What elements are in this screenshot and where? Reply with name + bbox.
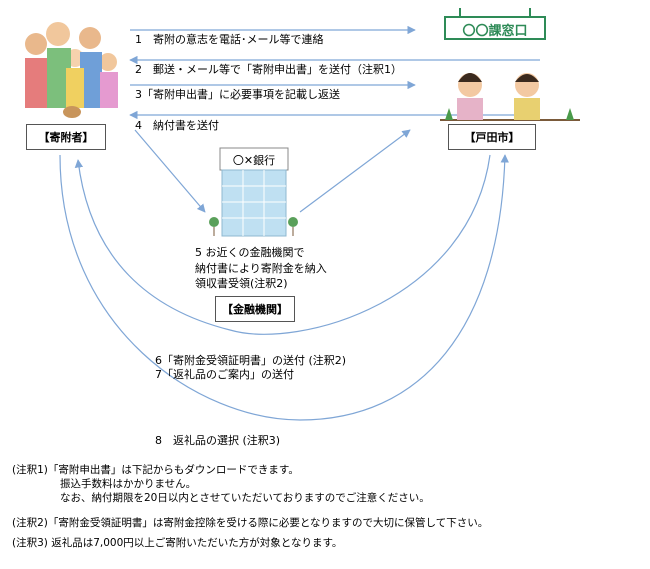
step-3: 3「寄附申出書」に必要事項を記載し返送 bbox=[135, 88, 340, 101]
step-8: 8 返礼品の選択 (注釈3) bbox=[155, 434, 281, 447]
step-7: 7「返礼品のご案内」の送付 bbox=[155, 368, 294, 381]
bank-building bbox=[209, 147, 298, 237]
bank-sign-text: 〇✕銀行 bbox=[232, 154, 276, 167]
step-4: 4 納付書を送付 bbox=[135, 119, 219, 132]
family-illustration bbox=[25, 22, 118, 118]
note-3: (注釈3) 返礼品は7,000円以上ご寄附いただいた方が対象となります。 bbox=[12, 537, 343, 549]
city-sign-text: 〇〇課窓口 bbox=[462, 24, 528, 39]
note-2: (注釈2)「寄附金受領証明書」は寄附金控除を受ける際に必要となりますので大切に保… bbox=[12, 517, 489, 529]
arrow-step6-7 bbox=[74, 154, 491, 335]
step-2: 2 郵送・メール等で「寄附申出書」を送付（注釈1） bbox=[135, 63, 402, 76]
step-5-line3: 領収書受領(注釈2) bbox=[195, 277, 288, 290]
bank-label: 【金融機関】 bbox=[215, 296, 295, 322]
city-label: 【戸田市】 bbox=[448, 124, 536, 150]
step-6: 6「寄附金受領証明書」の送付 (注釈2) bbox=[155, 354, 347, 367]
note-1c: なお、納付期限を20日以内とさせていただいておりますのでご注意ください。 bbox=[60, 492, 430, 504]
donor-label: 【寄附者】 bbox=[26, 124, 106, 150]
arrow-donor-to-bank bbox=[134, 129, 206, 213]
step-5-line1: 5 お近くの金融機関で bbox=[195, 246, 305, 259]
city-staff-illustration bbox=[440, 73, 580, 121]
note-1b: 振込手数料はかかりません。 bbox=[60, 478, 197, 490]
note-1: (注釈1)「寄附申出書」は下記からもダウンロードできます。 bbox=[12, 464, 299, 476]
step-5-line2: 納付書により寄附金を納入 bbox=[195, 262, 327, 275]
step-1: 1 寄附の意志を電話･メール等で連絡 bbox=[135, 33, 324, 46]
arrow-bank-to-city bbox=[299, 129, 411, 213]
city-sign-board bbox=[444, 16, 546, 40]
arrow-step8 bbox=[59, 154, 509, 421]
